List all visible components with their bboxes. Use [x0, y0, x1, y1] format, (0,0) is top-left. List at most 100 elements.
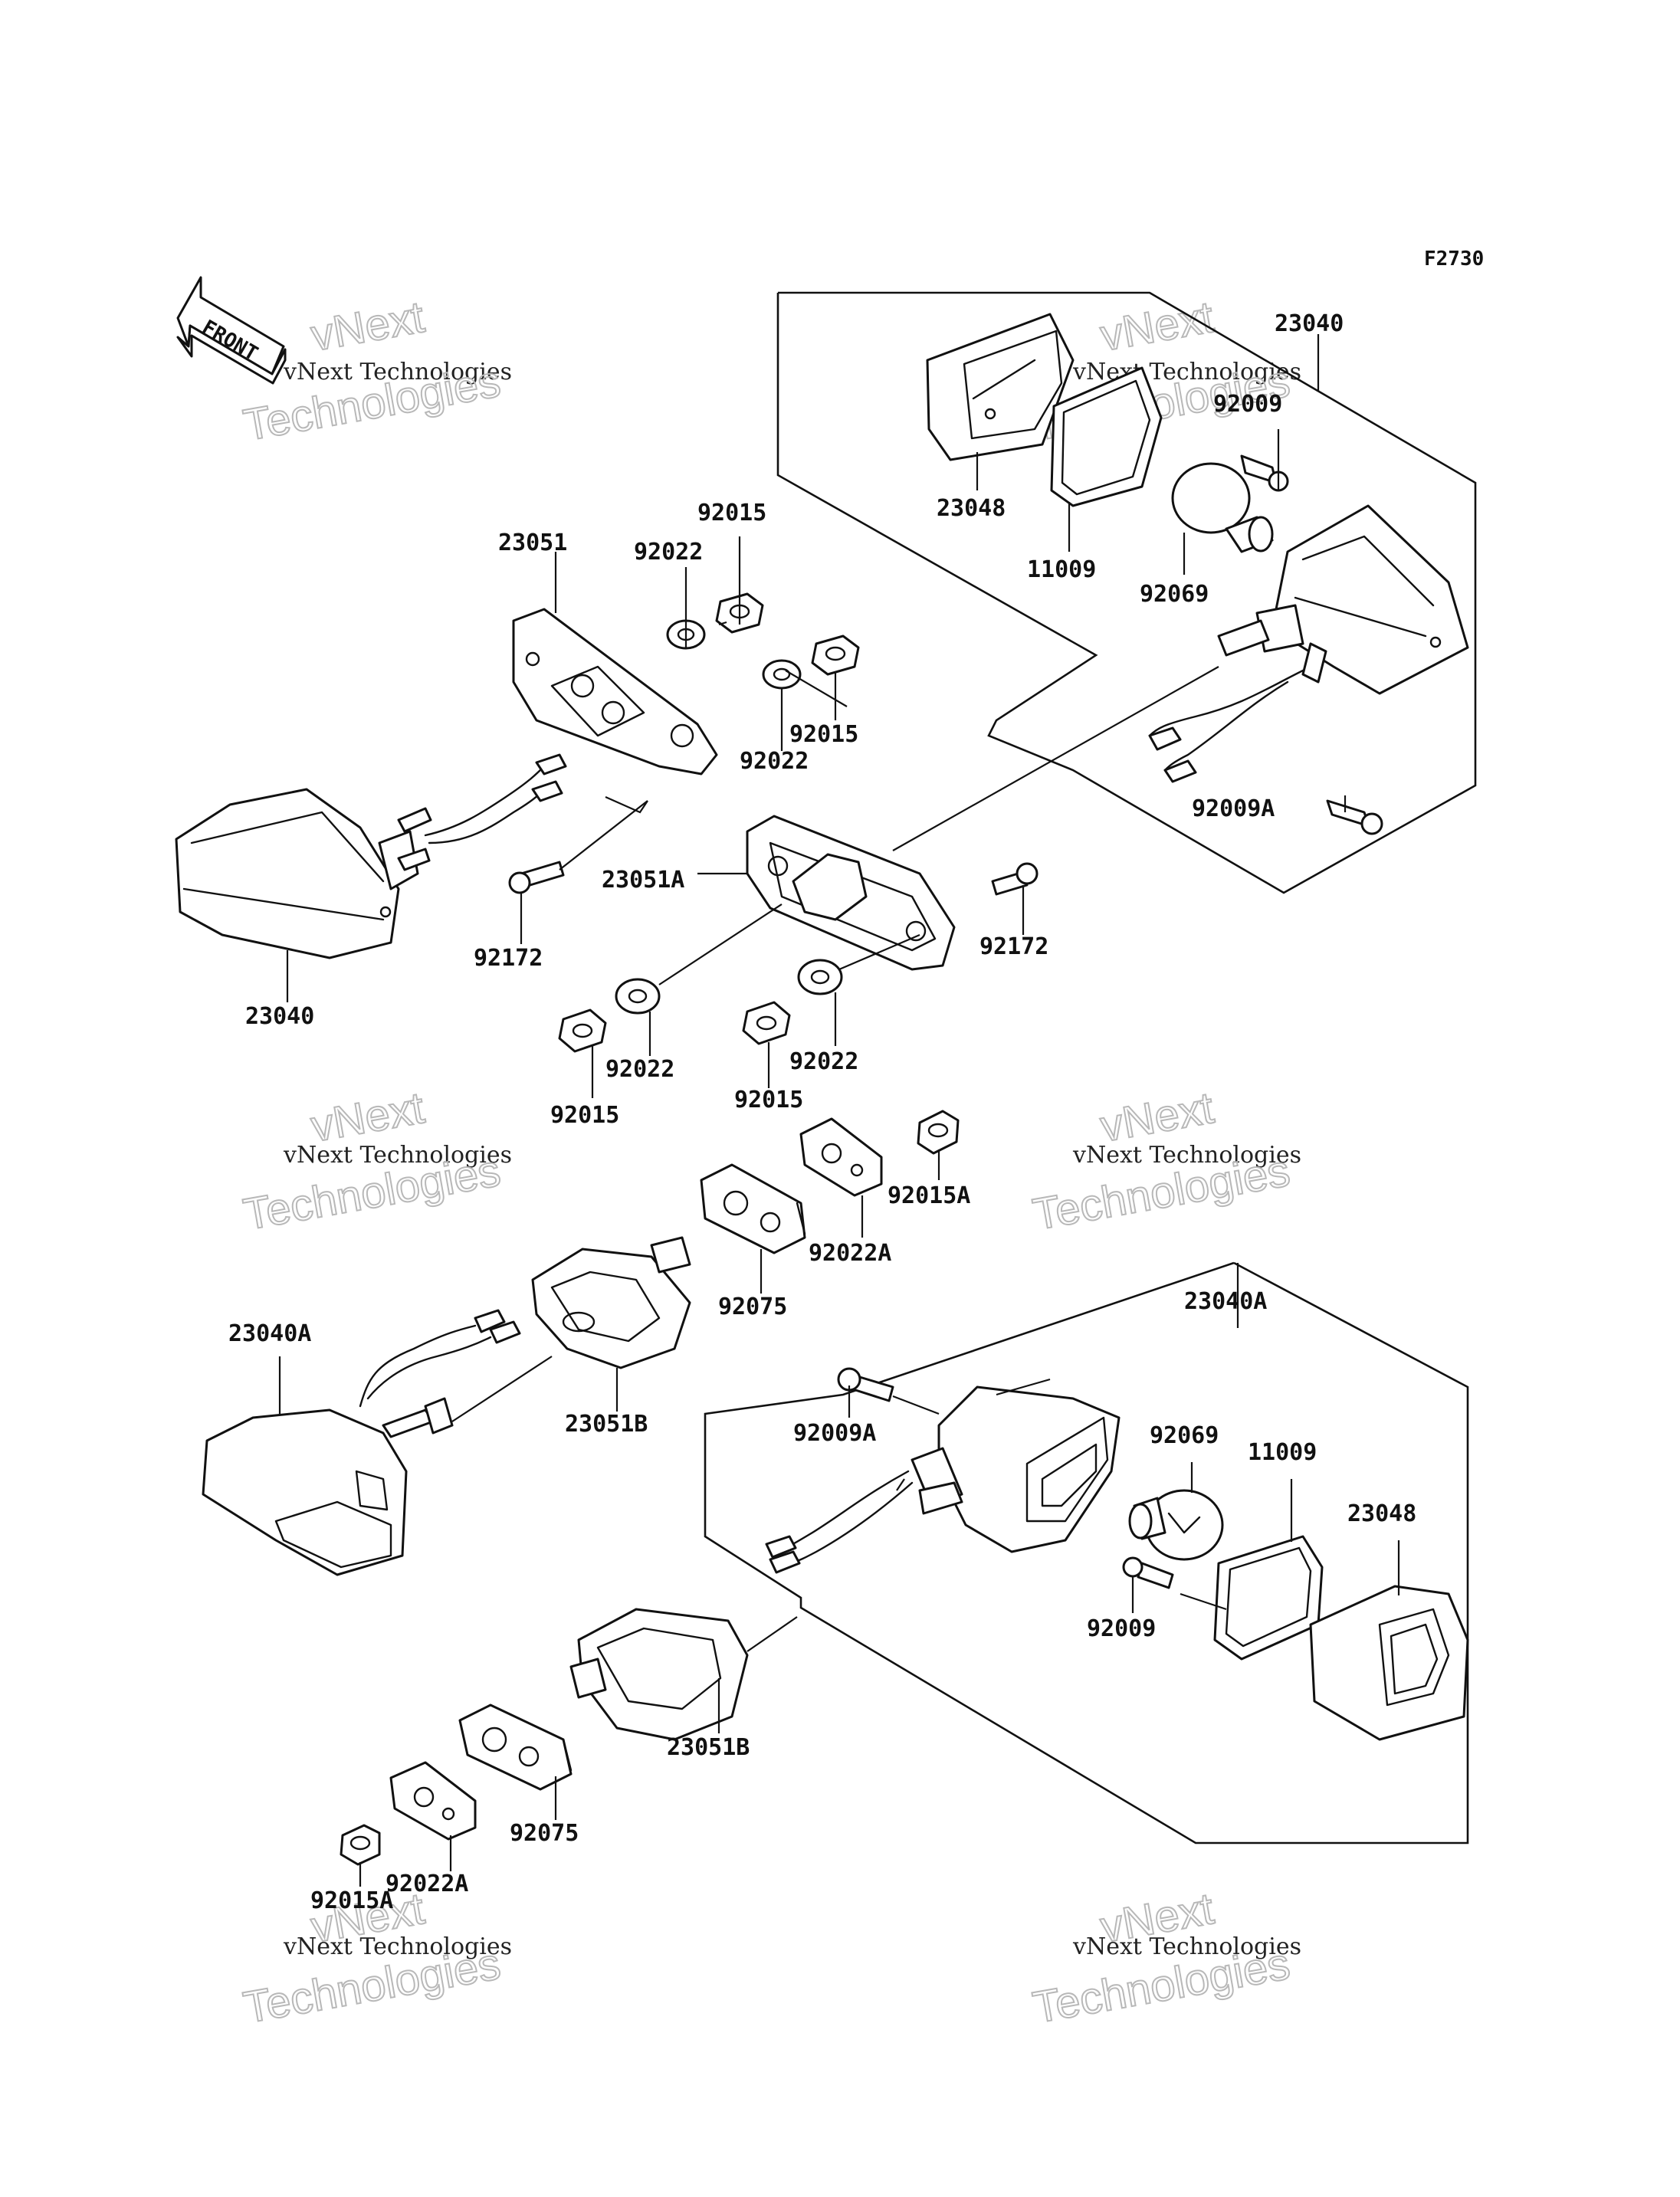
screw-92009-top: [1240, 454, 1289, 492]
part-label: 11009: [1248, 1439, 1317, 1466]
part-label: 92015A: [310, 1887, 393, 1914]
housing-23040A-right: [911, 1385, 1121, 1553]
watermark-line2: vNext Technologies: [283, 1142, 512, 1169]
part-label: 92069: [1150, 1422, 1219, 1449]
watermark-line2: vNext Technologies: [283, 359, 512, 385]
part-label: 92015: [550, 1102, 619, 1129]
nut-92015A-top: [917, 1110, 960, 1155]
part-label: 92015: [734, 1087, 803, 1113]
assembly-line: [896, 1478, 905, 1491]
assembly-line: [785, 670, 848, 707]
wiring-23040A-left: [359, 1309, 521, 1408]
part-label: 23048: [937, 495, 1006, 522]
part-label: 92022A: [386, 1871, 468, 1897]
bulb-92069-top: [1171, 462, 1274, 553]
plate-92022A-bottom: [389, 1761, 477, 1841]
watermark-top-left: vNext vNext Technologies Technologies: [239, 291, 512, 451]
part-label: 23040: [245, 1003, 314, 1030]
wiring-left-top: [424, 753, 567, 844]
part-label: 92015A: [888, 1182, 970, 1209]
housing-23040A-left: [202, 1397, 454, 1576]
part-label: 92075: [718, 1294, 787, 1320]
grommet-92075-bottom: [458, 1703, 573, 1791]
watermark-mid-left: vNext vNext Technologies Technologies: [239, 1082, 512, 1241]
bracket-23051B-top: [531, 1236, 691, 1369]
nut-92015A-bottom: [340, 1824, 381, 1866]
assembly-line: [559, 800, 648, 871]
bracket-23051: [512, 608, 718, 776]
washer-92022-b: [762, 659, 802, 690]
washer-92022-d: [797, 959, 843, 995]
part-label: 92022: [789, 1048, 858, 1075]
housing-23040-left: [175, 788, 432, 959]
part-label: 23040A: [1184, 1288, 1267, 1315]
assembly-line: [746, 1616, 798, 1652]
assembly-line: [892, 666, 1219, 851]
front-arrow-icon: FRONT: [176, 276, 287, 385]
watermark-line2: vNext Technologies: [1072, 1933, 1301, 1960]
part-label: 23040A: [228, 1320, 311, 1347]
part-label: 92015: [789, 721, 858, 748]
screw-92009A-top: [1326, 799, 1383, 835]
assembly-line: [996, 1378, 1051, 1396]
part-label: 92009: [1213, 391, 1282, 418]
part-label: 92172: [474, 945, 543, 972]
screw-92009A-bottom: [837, 1367, 894, 1402]
part-label: 92009A: [793, 1420, 876, 1447]
part-label: 23051: [498, 530, 567, 556]
part-label: 92009: [1087, 1615, 1156, 1642]
part-label: 11009: [1027, 556, 1096, 583]
assembly-line: [605, 795, 648, 814]
part-label: 23040: [1275, 310, 1344, 337]
part-label: 92022A: [809, 1240, 891, 1267]
part-label: 92022: [740, 748, 809, 775]
gasket-11009-bottom: [1213, 1535, 1324, 1661]
nut-92015-b: [811, 635, 860, 676]
watermark-line2: vNext Technologies: [283, 1933, 512, 1960]
wiring-23040A-right: [765, 1470, 914, 1574]
screw-92172-left: [508, 861, 565, 894]
watermark-line2: vNext Technologies: [1072, 1142, 1301, 1169]
part-labels: 23040 92009 23048 11009 92069 92009A 230…: [228, 310, 1416, 1914]
gasket-11009-top: [1050, 366, 1163, 507]
lens-23048-bottom: [1309, 1585, 1469, 1741]
assembly-line: [718, 621, 727, 626]
watermark-mid-right: vNext vNext Technologies Technologies: [1029, 1082, 1301, 1241]
part-label: 92172: [979, 933, 1048, 960]
screw-92009-bottom: [1122, 1556, 1174, 1589]
bulb-92069-bottom: [1128, 1489, 1224, 1561]
assembly-line: [658, 903, 783, 985]
part-label: 23051B: [565, 1411, 648, 1438]
part-label: 92075: [510, 1820, 579, 1847]
part-label: 92069: [1140, 581, 1209, 608]
watermark-bottom-right: vNext vNext Technologies Technologies: [1029, 1883, 1301, 2034]
part-label: 23051A: [602, 867, 684, 894]
grommet-92075-top: [700, 1163, 806, 1254]
part-label: 23051B: [667, 1734, 750, 1761]
assembly-line: [838, 933, 920, 971]
lens-23048-top: [926, 313, 1075, 461]
assembly-frame-top: [776, 291, 1477, 894]
leader-lines: [278, 334, 1400, 1887]
plate-92022A-top: [799, 1117, 883, 1197]
figure-code: F2730: [1424, 248, 1484, 271]
part-label: 92015: [697, 500, 766, 526]
part-label: 23048: [1347, 1500, 1416, 1527]
nut-92015-d: [742, 1001, 791, 1045]
housing-23040-right: [1217, 504, 1469, 695]
watermark-line1: vNext: [307, 292, 428, 361]
part-label: 92022: [605, 1056, 674, 1083]
assembly-line: [1180, 1592, 1227, 1611]
screw-92172-right: [991, 862, 1039, 896]
bracket-23051A: [746, 815, 956, 971]
nut-92015-c: [558, 1008, 607, 1053]
part-label: 92009A: [1192, 795, 1275, 822]
assembly-line: [451, 1356, 553, 1422]
assembly-line: [892, 1395, 940, 1415]
part-label: 92022: [634, 539, 703, 566]
washer-92022-c: [615, 978, 661, 1015]
assembly-frame-bottom: [704, 1261, 1469, 1844]
wiring-right-top: [1148, 669, 1304, 783]
